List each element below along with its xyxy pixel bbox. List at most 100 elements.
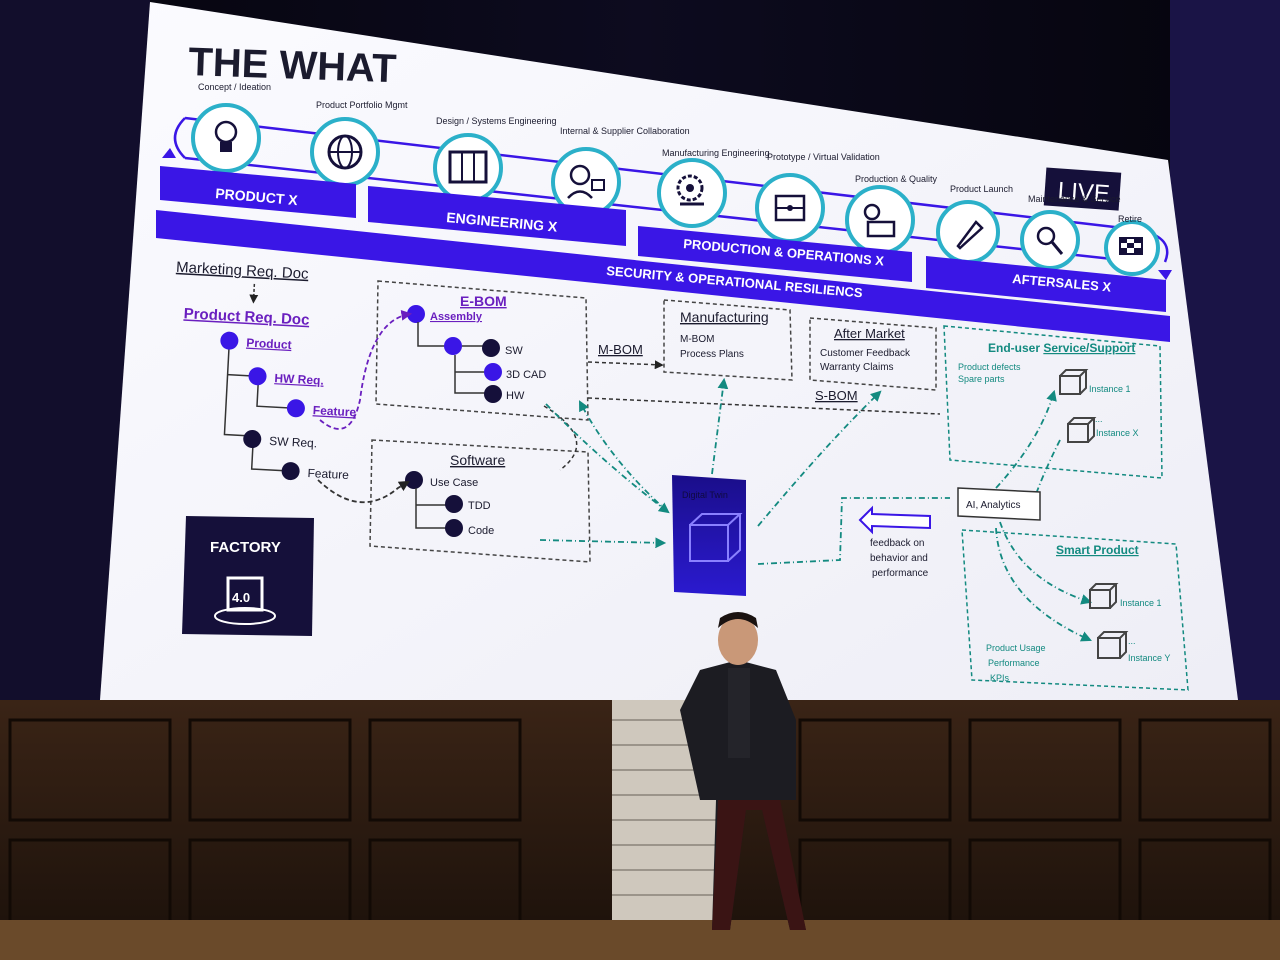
cad-label: 3D CAD bbox=[506, 369, 546, 381]
rocket-icon bbox=[956, 220, 984, 250]
factory-title: FACTORY bbox=[210, 539, 281, 556]
manufacturing-title: Manufacturing bbox=[680, 309, 769, 325]
phase-label: Production & Quality bbox=[855, 174, 938, 184]
feedback-arrow: feedback on behavior and performance bbox=[858, 505, 931, 579]
tdd-label: TDD bbox=[468, 500, 491, 512]
aftermarket-item: Warranty Claims bbox=[820, 362, 894, 373]
phase-label: Product Portfolio Mgmt bbox=[316, 100, 408, 110]
live-badge: LIVE bbox=[1043, 167, 1122, 211]
slide-title: THE WHAT bbox=[188, 40, 398, 91]
stage-floor bbox=[0, 920, 1280, 960]
requirements-tree: Marketing Req. Doc Product Req. Doc Prod… bbox=[176, 259, 357, 482]
cube-icon bbox=[1089, 583, 1119, 609]
cube-icon bbox=[1059, 369, 1089, 395]
analytics-box: AI, Analytics bbox=[957, 487, 1041, 521]
analytics-smart-connector-2 bbox=[995, 527, 1092, 642]
manufacturing-item: M-BOM bbox=[680, 334, 714, 345]
blueprint-icon bbox=[448, 150, 488, 184]
feature-to-software-connector bbox=[317, 479, 410, 503]
phase-9: Maintenance & Service bbox=[1020, 194, 1121, 270]
aftermarket-box: After Market Customer Feedback Warranty … bbox=[809, 317, 937, 391]
wrench-icon bbox=[1036, 226, 1064, 255]
stage-wall bbox=[0, 700, 1280, 960]
instance-label: Instance X bbox=[1096, 428, 1139, 438]
instance-label: Instance Y bbox=[1128, 653, 1170, 663]
manufacturing-item: Process Plans bbox=[680, 349, 744, 360]
phase-label: Retire bbox=[1118, 214, 1142, 224]
live-badge-label: LIVE bbox=[1057, 177, 1111, 208]
phase-4: Internal & Supplier Collaboration bbox=[551, 126, 690, 217]
worker-icon bbox=[567, 164, 605, 199]
aftersales-band: AFTERSALES X bbox=[926, 256, 1166, 312]
assembly-label: Assembly bbox=[430, 311, 483, 323]
feedback-line: behavior and bbox=[870, 553, 928, 564]
globe-gear-icon bbox=[327, 134, 363, 170]
circuit-icon bbox=[774, 194, 806, 222]
product-node bbox=[220, 331, 239, 350]
feature-node bbox=[286, 399, 305, 418]
twin-ebom-connector bbox=[579, 400, 669, 513]
ellipsis-label: ... bbox=[1095, 414, 1103, 424]
code-label: Code bbox=[468, 525, 494, 537]
support-box: End-user Service/Support Product defects… bbox=[943, 325, 1163, 479]
support-title: End-user Service/Support bbox=[988, 341, 1135, 355]
factory-cube-icon bbox=[214, 576, 276, 625]
sw-label: SW bbox=[505, 345, 523, 357]
digital-twin: Digital Twin bbox=[672, 475, 746, 596]
feedback-line: feedback on bbox=[870, 538, 925, 549]
mbom-connector bbox=[587, 360, 664, 370]
phase-label: Manufacturing Engineering bbox=[662, 148, 770, 158]
twin-manufacturing-connector bbox=[711, 377, 729, 475]
analytics-smart-connector bbox=[999, 521, 1093, 605]
mrd-label: Marketing Req. Doc bbox=[176, 259, 310, 283]
aftermarket-title: After Market bbox=[834, 326, 905, 341]
phase-1: Concept / Ideation bbox=[191, 82, 271, 173]
phase-label: Concept / Ideation bbox=[198, 82, 271, 92]
twin-aftermarket-connector bbox=[757, 390, 882, 527]
cube-icon bbox=[1097, 631, 1129, 659]
phase-10: Retire bbox=[1104, 214, 1160, 276]
mbom-label: M-BOM bbox=[598, 342, 643, 357]
support-item: Product defects bbox=[958, 362, 1021, 372]
feedback-line: performance bbox=[872, 568, 929, 579]
checkered-flag-icon bbox=[1119, 237, 1143, 255]
twin-analytics-connector bbox=[757, 497, 950, 565]
sw-req-node bbox=[243, 430, 262, 449]
aftermarket-item: Customer Feedback bbox=[820, 348, 911, 359]
ellipsis-label: ... bbox=[1128, 636, 1136, 646]
manufacturing-box: Manufacturing M-BOM Process Plans bbox=[663, 299, 793, 381]
speaker bbox=[680, 612, 806, 930]
hw-req-node bbox=[248, 367, 267, 386]
phase-label: Prototype / Virtual Validation bbox=[767, 152, 880, 162]
software-title: Software bbox=[450, 452, 505, 468]
digital-twin-label: Digital Twin bbox=[682, 490, 728, 500]
feature-node-sw bbox=[281, 462, 300, 481]
phase-5: Manufacturing Engineering bbox=[657, 148, 770, 228]
smart-item: KPIs bbox=[990, 673, 1010, 683]
factory-version: 4.0 bbox=[232, 590, 250, 605]
instance-label: Instance 1 bbox=[1089, 384, 1131, 394]
feature-to-ebom-connector bbox=[319, 309, 413, 430]
sw-req-label: SW Req. bbox=[269, 434, 318, 450]
ebom-title: E-BOM bbox=[460, 293, 507, 309]
analytics-label: AI, Analytics bbox=[966, 500, 1020, 511]
instance-label: Instance 1 bbox=[1120, 598, 1162, 608]
hw-req-label: HW Req. bbox=[274, 371, 324, 388]
smart-item: Performance bbox=[988, 658, 1040, 668]
phase-label: Design / Systems Engineering bbox=[436, 116, 557, 126]
hw-label: HW bbox=[506, 390, 525, 402]
sbom-connector bbox=[587, 397, 941, 415]
factory-badge: FACTORY 4.0 bbox=[182, 516, 314, 636]
phase-label: Maintenance & Service bbox=[1028, 194, 1121, 204]
phase-label: Internal & Supplier Collaboration bbox=[560, 126, 690, 136]
phase-label: Product Launch bbox=[950, 184, 1013, 194]
ebom-twin-connector bbox=[545, 403, 670, 514]
product-label: Product bbox=[246, 336, 292, 352]
support-item: Spare parts bbox=[958, 374, 1005, 384]
product-band-label: PRODUCT X bbox=[215, 185, 299, 208]
phase-8: Product Launch bbox=[936, 184, 1013, 264]
gear-hand-icon bbox=[676, 174, 704, 206]
smart-item: Product Usage bbox=[986, 643, 1046, 653]
smart-product-box: Smart Product Instance 1 ... Instance Y … bbox=[961, 529, 1189, 691]
smart-product-title: Smart Product bbox=[1056, 543, 1139, 557]
